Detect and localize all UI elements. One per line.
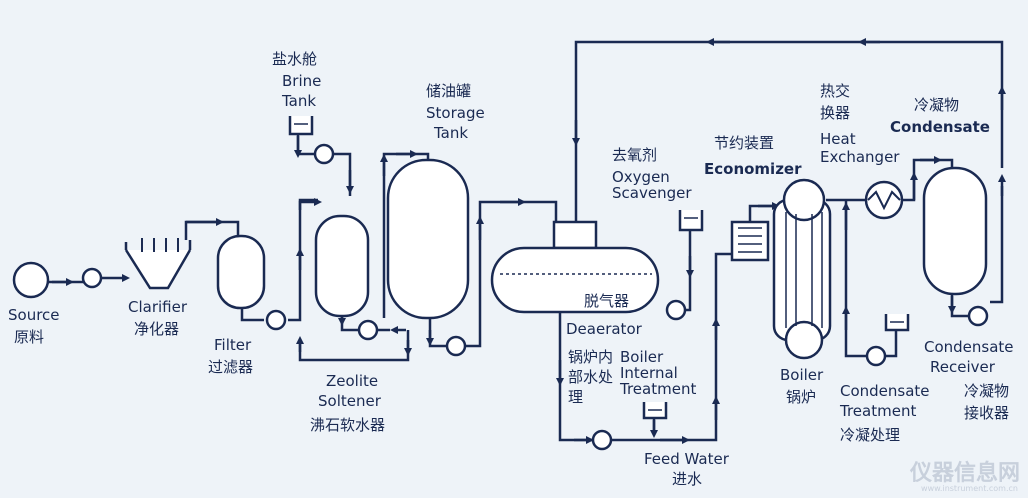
- pump-icon: [313, 143, 335, 165]
- feed-label-en: Feed Water: [644, 450, 730, 468]
- pump-icon: [445, 335, 467, 357]
- source-circle: [12, 261, 50, 299]
- economizer-label-cn: 节约装置: [714, 134, 774, 152]
- heat-label-cn2: 换器: [820, 104, 850, 122]
- brine-label-en2: Tank: [281, 92, 316, 110]
- pump-icon: [967, 305, 989, 327]
- feed-label-cn: 进水: [672, 470, 702, 488]
- source-label-cn: 原料: [14, 328, 44, 346]
- watermark-url: www.instrument.com.cn: [921, 484, 1018, 493]
- internal-label-cn2: 部水处: [568, 368, 613, 386]
- zeolite-vessel: [314, 214, 370, 318]
- oxygen-label-en2: Scavenger: [612, 184, 692, 202]
- clarifier-rakes: [141, 238, 179, 252]
- ctreat-label-en1: Condensate: [840, 382, 930, 400]
- condensate-label-cn: 冷凝物: [914, 96, 959, 114]
- boiler-mud-drum: [784, 320, 824, 360]
- pump-icon: [357, 319, 379, 341]
- brine-label-cn: 盐水舱: [272, 50, 317, 68]
- filter-label-cn: 过滤器: [208, 358, 253, 376]
- oxygen-tank: [678, 210, 704, 232]
- source-label-en: Source: [8, 306, 60, 324]
- internal-label-cn1: 锅炉内: [568, 348, 613, 366]
- internal-label-cn3: 理: [568, 388, 583, 406]
- watermark: 仪器信息网: [909, 461, 1020, 486]
- oxygen-label-cn: 去氧剂: [612, 146, 657, 164]
- storage-label-cn: 储油罐: [426, 82, 471, 100]
- storage-label-en2: Tank: [433, 124, 468, 142]
- clarifier-vessel: [124, 249, 192, 290]
- boiler-label-cn: 锅炉: [786, 388, 816, 406]
- clarifier-label-en: Clarifier: [128, 298, 188, 316]
- pumps: [81, 143, 989, 451]
- pump-icon: [665, 299, 687, 321]
- boiler-steam-drum: [782, 178, 826, 222]
- zeolite-label-cn: 沸石软水器: [310, 416, 385, 434]
- deaerator-vessel: [490, 246, 660, 314]
- internal-label-en2: Internal: [620, 364, 678, 382]
- ctreat-label-en2: Treatment: [839, 402, 916, 420]
- pump-icon: [265, 309, 287, 331]
- deaerator-dome: [552, 220, 598, 250]
- deaerator-label-en: Deaerator: [566, 320, 643, 338]
- heat-exchanger: [864, 180, 904, 220]
- internal-label-en3: Treatment: [619, 380, 696, 398]
- ctreat-label-cn: 冷凝处理: [840, 426, 900, 444]
- brine-label-en1: Brine: [282, 72, 321, 90]
- heat-label-en2: Exchanger: [820, 148, 900, 166]
- labels: Source 原料 Clarifier 净化器 Filter 过滤器 盐水舱 B…: [8, 50, 1014, 488]
- pump-icon: [81, 267, 103, 289]
- pump-icon: [865, 345, 887, 367]
- storage-tank: [386, 158, 470, 320]
- boiler-label-en: Boiler: [780, 366, 824, 384]
- heat-label-cn1: 热交: [820, 82, 850, 100]
- oxygen-label-en1: Oxygen: [612, 168, 670, 186]
- clarifier-label-cn: 净化器: [134, 320, 179, 338]
- receiver-label-cn2: 接收器: [964, 404, 1009, 422]
- storage-label-en1: Storage: [426, 104, 485, 122]
- pipe-network: [44, 37, 1007, 445]
- heat-label-en1: Heat: [820, 130, 856, 148]
- filter-label-en: Filter: [214, 336, 252, 354]
- filter-vessel: [216, 234, 266, 310]
- brine-tank: [288, 116, 314, 136]
- receiver-label-cn1: 冷凝物: [964, 382, 1009, 400]
- zeolite-label-en2: Soltener: [318, 392, 382, 410]
- pump-icon: [591, 429, 613, 451]
- internal-label-en1: Boiler: [620, 348, 664, 366]
- zeolite-label-en1: Zeolite: [326, 372, 378, 390]
- receiver-label-en2: Receiver: [930, 358, 996, 376]
- condensate-receiver: [922, 166, 988, 296]
- deaerator-label-cn: 脱气器: [584, 292, 629, 310]
- equipment-group: [12, 116, 988, 420]
- economizer-label-en: Economizer: [704, 160, 802, 178]
- condensate-label-en: Condensate: [890, 118, 990, 136]
- receiver-label-en1: Condensate: [924, 338, 1014, 356]
